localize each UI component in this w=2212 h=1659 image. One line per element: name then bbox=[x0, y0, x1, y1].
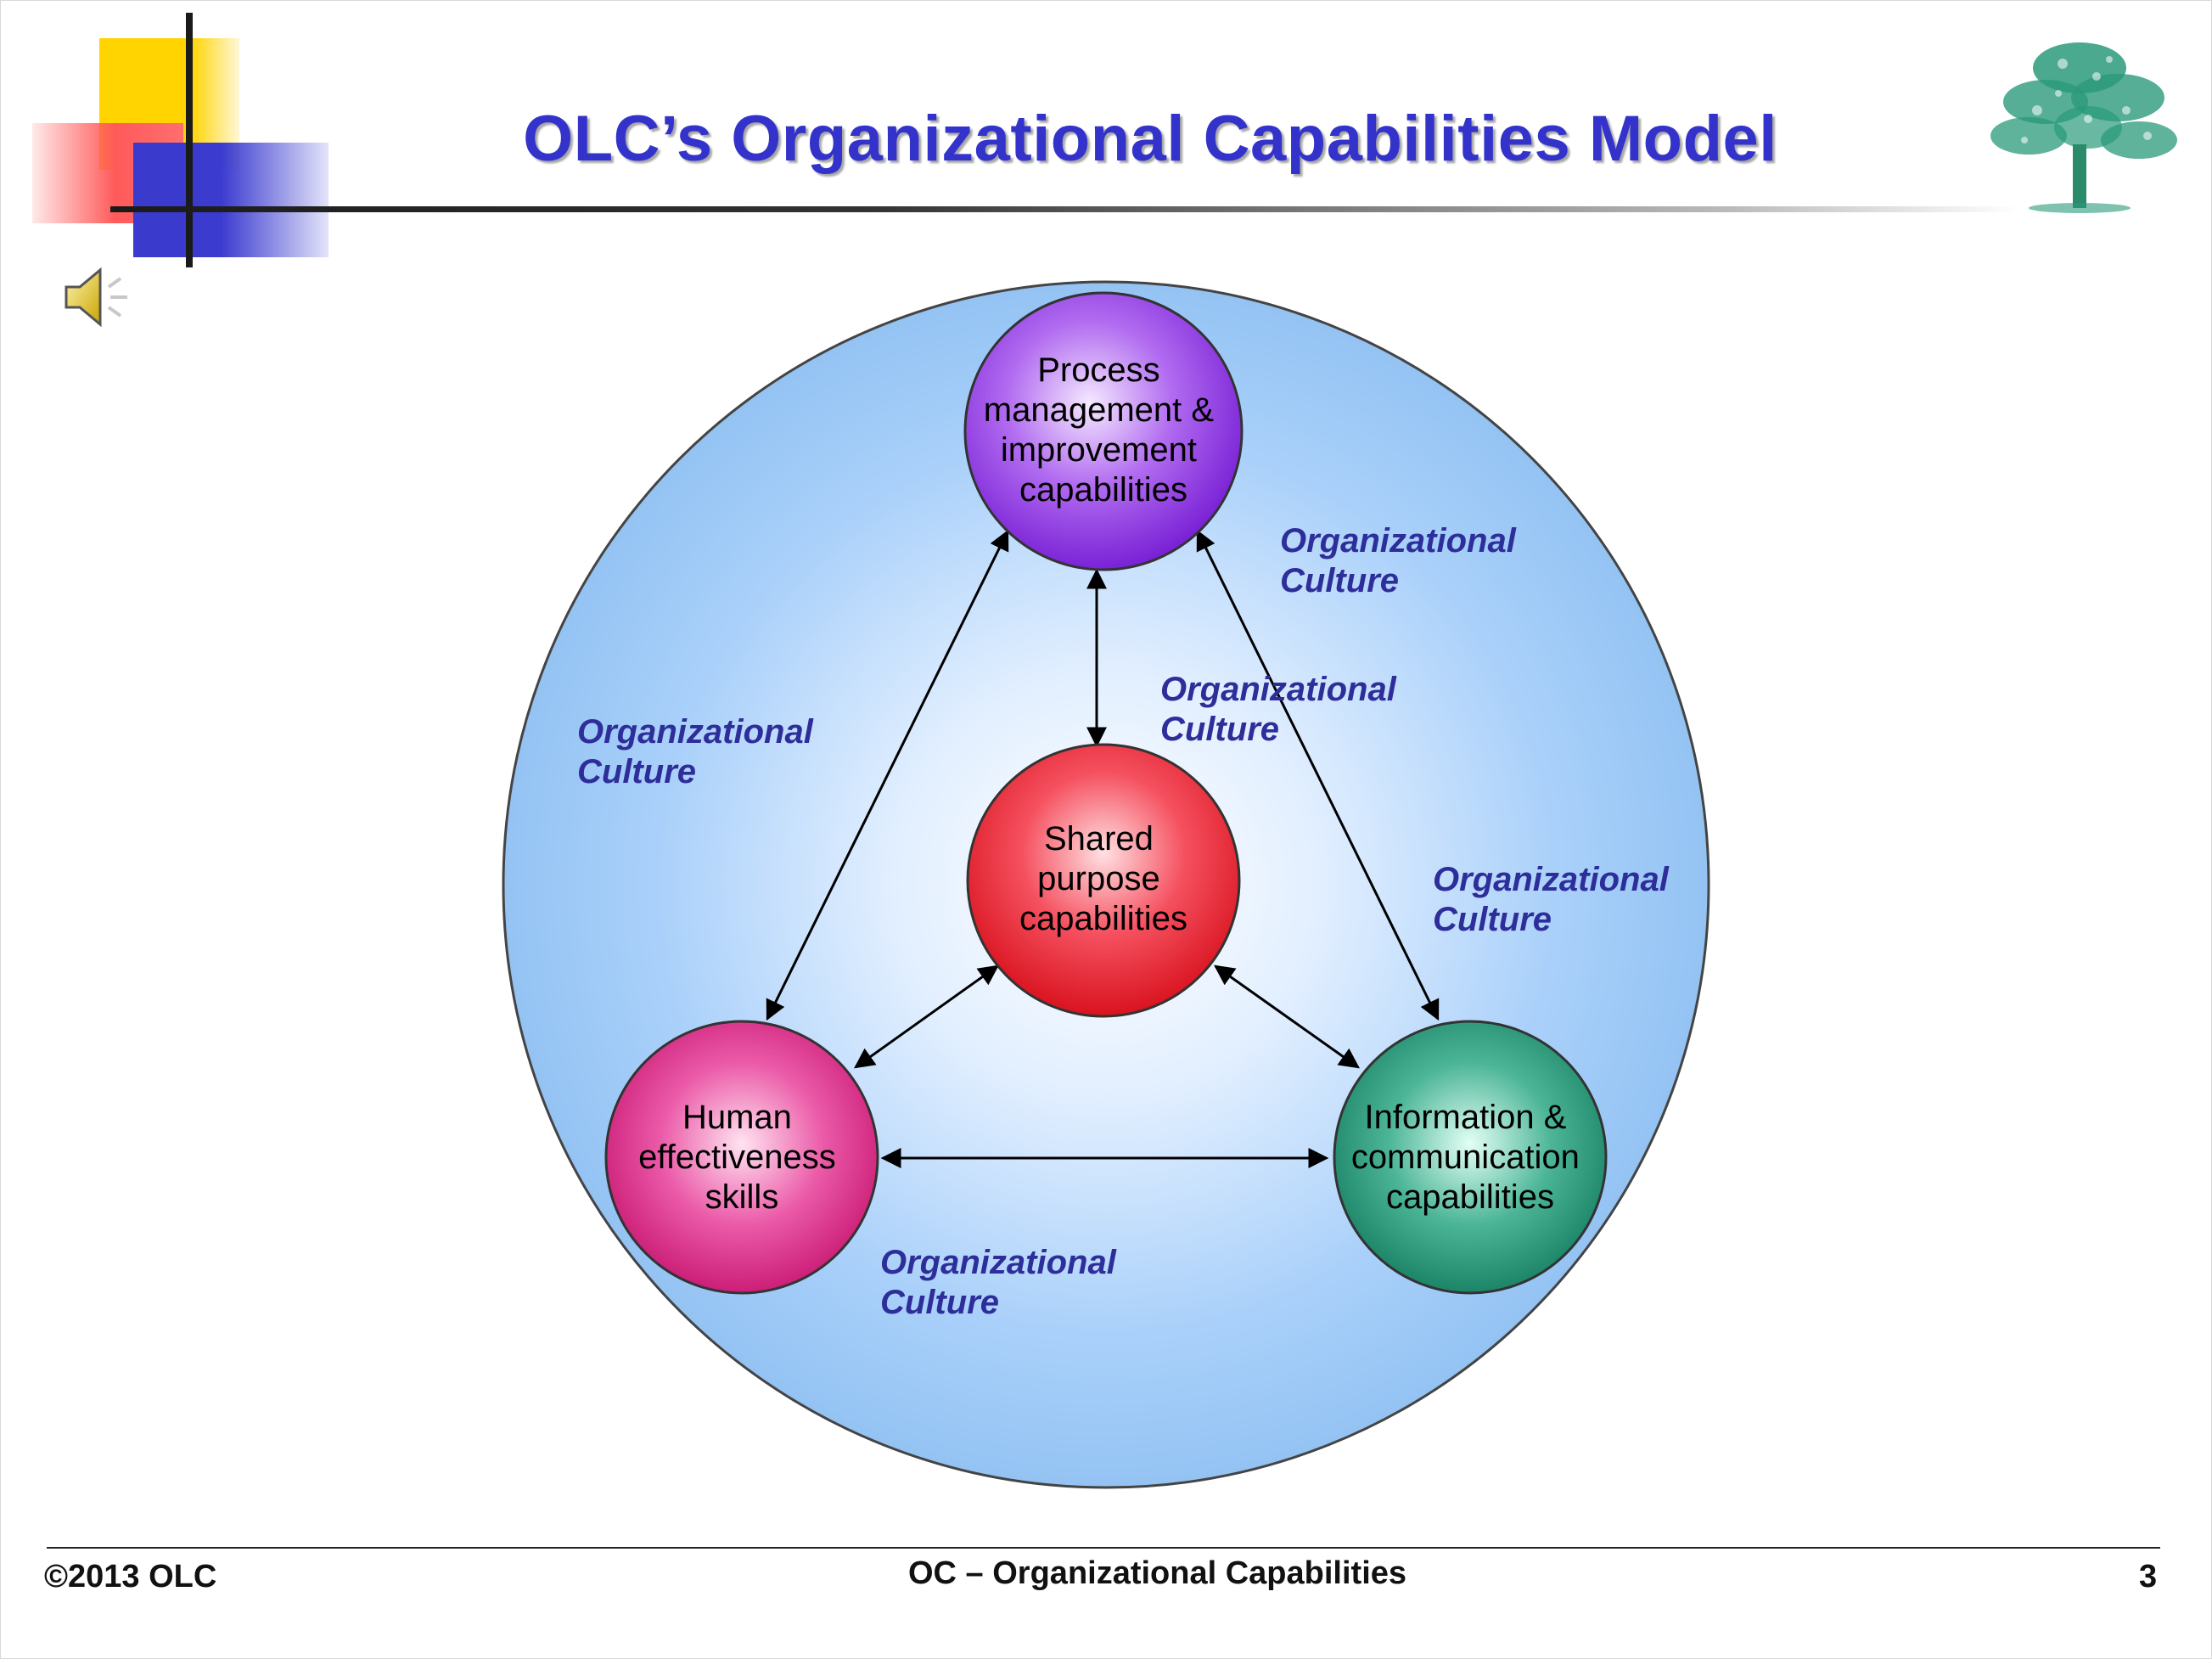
speaker-icon[interactable] bbox=[59, 263, 144, 331]
footer-divider bbox=[47, 1547, 2160, 1549]
culture-1-line-1: Organizational bbox=[1280, 522, 1517, 560]
process-node-label: Process management & improvement capabil… bbox=[984, 351, 1223, 509]
culture-label-left: Organizational Culture bbox=[577, 713, 822, 790]
footer-copyright: ©2013 OLC bbox=[44, 1559, 217, 1594]
process-line-3: improvement bbox=[1001, 431, 1197, 469]
culture-4-line-2: Culture bbox=[1433, 901, 1552, 938]
culture-1-line-2: Culture bbox=[1280, 562, 1399, 599]
arrow-shared-human bbox=[854, 964, 999, 1069]
culture-label-top-right: Organizational Culture bbox=[1280, 522, 1525, 599]
culture-2-line-2: Culture bbox=[1160, 711, 1279, 748]
culture-3-line-2: Culture bbox=[577, 753, 696, 790]
process-line-4: capabilities bbox=[1019, 471, 1187, 509]
culture-4-line-1: Organizational bbox=[1433, 861, 1670, 898]
arrow-process-human bbox=[766, 529, 1009, 1021]
footer-title: OC – Organizational Capabilities bbox=[908, 1555, 1407, 1591]
info-line-3: capabilities bbox=[1386, 1178, 1554, 1216]
decor-horizontal-line bbox=[110, 206, 2020, 212]
culture-3-line-1: Organizational bbox=[577, 713, 814, 751]
process-line-2: management & bbox=[984, 391, 1215, 429]
human-line-2: effectiveness bbox=[638, 1139, 836, 1176]
culture-5-line-2: Culture bbox=[880, 1284, 999, 1321]
shared-line-2: purpose bbox=[1037, 860, 1160, 897]
footer-page-number: 3 bbox=[2139, 1559, 2158, 1594]
culture-5-line-1: Organizational bbox=[880, 1244, 1117, 1281]
shared-purpose-node bbox=[966, 743, 1241, 1018]
arrow-process-info bbox=[1196, 529, 1440, 1021]
culture-2-line-1: Organizational bbox=[1160, 671, 1397, 708]
tree-logo-icon bbox=[1990, 42, 2177, 213]
shared-node-label: Shared purpose capabilities bbox=[1019, 820, 1187, 937]
info-line-1: Information & bbox=[1364, 1099, 1566, 1136]
information-communication-node bbox=[1333, 1020, 1608, 1295]
shared-line-3: capabilities bbox=[1019, 900, 1187, 937]
human-line-1: Human bbox=[682, 1099, 792, 1136]
culture-label-center: Organizational Culture bbox=[1160, 671, 1406, 748]
decor-vertical-line bbox=[186, 13, 193, 267]
info-node-label: Information & communication capabilities bbox=[1351, 1099, 1589, 1216]
human-effectiveness-node bbox=[604, 1020, 879, 1295]
human-node-label: Human effectiveness skills bbox=[638, 1099, 845, 1216]
process-node bbox=[963, 291, 1244, 571]
shared-line-1: Shared bbox=[1044, 820, 1154, 858]
process-line-1: Process bbox=[1037, 351, 1160, 389]
info-line-2: communication bbox=[1351, 1139, 1580, 1176]
culture-label-right: Organizational Culture bbox=[1433, 861, 1678, 938]
culture-label-bottom: Organizational Culture bbox=[880, 1244, 1126, 1321]
human-line-3: skills bbox=[705, 1178, 779, 1216]
arrow-shared-info bbox=[1214, 964, 1360, 1069]
slide-title: OLC’s Organizational Capabilities Model bbox=[523, 103, 1777, 175]
decor-blue-square bbox=[133, 143, 328, 257]
